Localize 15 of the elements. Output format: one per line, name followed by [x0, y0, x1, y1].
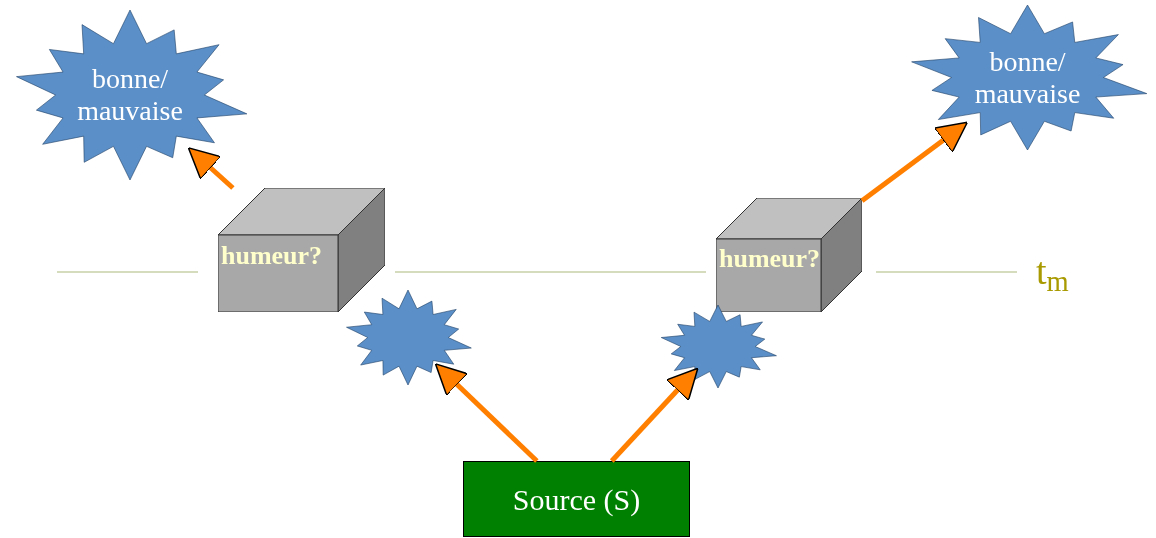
- cube: [218, 188, 385, 312]
- arrow: [434, 363, 539, 463]
- node-label: humeur?: [718, 246, 821, 273]
- node-label: Source (S): [512, 481, 641, 518]
- arrow: [187, 147, 235, 190]
- source-box: [463, 461, 690, 537]
- node-label: humeur?: [220, 243, 323, 270]
- starburst: [343, 290, 473, 385]
- starburst: [658, 305, 778, 388]
- time-label: t$_{m}$: [1036, 252, 1069, 290]
- node-label: bonne/ mauvaise: [973, 45, 1082, 110]
- arrow: [609, 367, 699, 463]
- arrow: [860, 121, 969, 203]
- node-label: bonne/ mauvaise: [76, 63, 184, 127]
- cube: [716, 198, 862, 312]
